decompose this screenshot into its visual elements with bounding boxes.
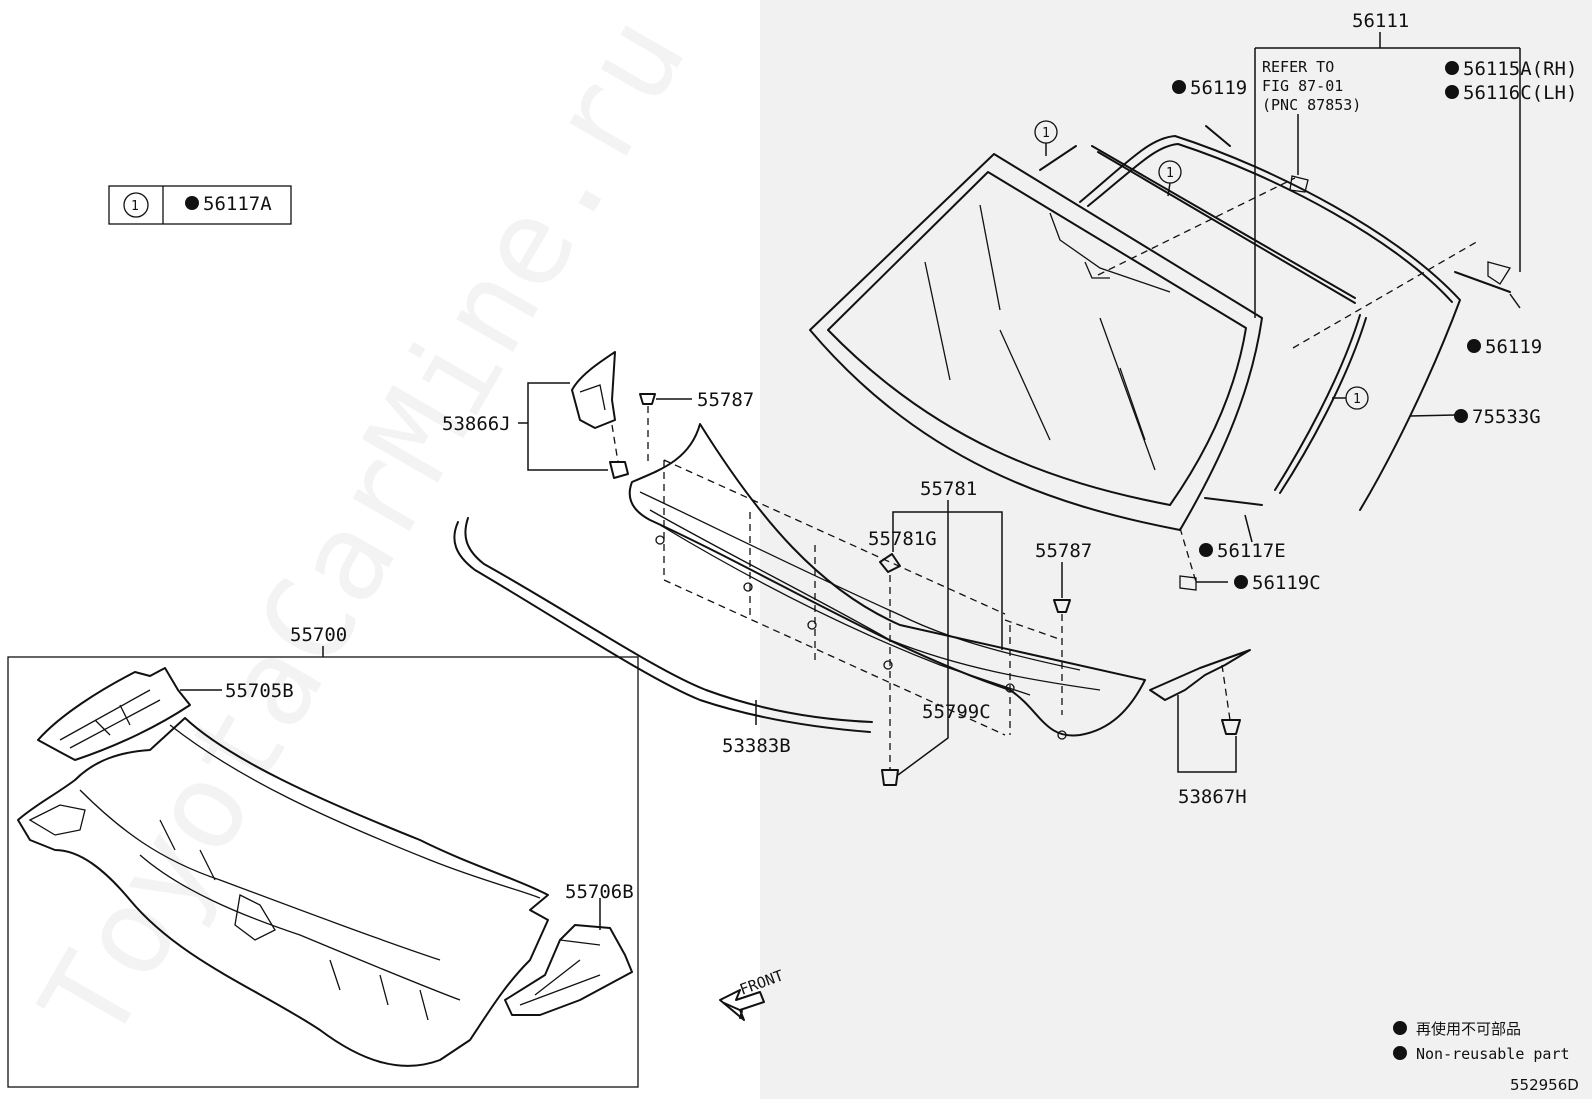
clip-55781G bbox=[879, 500, 1063, 786]
label-55781G: 55781G bbox=[868, 528, 937, 550]
label-55787-left: 55787 bbox=[697, 389, 754, 411]
label-55781: 55781 bbox=[920, 478, 977, 500]
label-55700: 55700 bbox=[290, 624, 347, 646]
refer-line-2: FIG 87-01 bbox=[1262, 77, 1343, 95]
dot-56119-top-icon bbox=[1172, 80, 1186, 94]
callout-1-a: 1 bbox=[1042, 126, 1050, 141]
label-55799C: 55799C bbox=[922, 701, 991, 723]
cowl-louver bbox=[628, 423, 1146, 740]
label-56119-top: 56119 bbox=[1190, 77, 1247, 99]
side-cover-left bbox=[518, 351, 629, 479]
front-arrow bbox=[719, 989, 765, 1021]
dot-56116C-icon bbox=[1445, 85, 1459, 99]
label-56111: 56111 bbox=[1352, 10, 1409, 32]
dot-75533G-icon bbox=[1454, 409, 1468, 423]
note-dot-jp-icon bbox=[1393, 1021, 1407, 1035]
inset-box-55700 bbox=[7, 646, 639, 1088]
callout-circle-icon bbox=[123, 192, 149, 218]
label-56119C: 56119C bbox=[1252, 572, 1321, 594]
label-55787-right: 55787 bbox=[1035, 540, 1092, 562]
label-53866J: 53866J bbox=[442, 413, 511, 435]
watermark: ToyotaCarMine.ru bbox=[15, 0, 713, 1065]
note-dot-en-icon bbox=[1393, 1046, 1407, 1060]
hood-seal bbox=[453, 517, 873, 733]
legend-part-number: 56117A bbox=[203, 193, 272, 215]
windshield-leaders bbox=[1196, 32, 1521, 583]
label-56115A: 56115A(RH) bbox=[1463, 58, 1577, 80]
label-56117E: 56117E bbox=[1217, 540, 1286, 562]
callout-1-c: 1 bbox=[1353, 392, 1361, 407]
note-japanese: 再使用不可部品 bbox=[1416, 1020, 1521, 1038]
label-55705B: 55705B bbox=[225, 680, 294, 702]
clip-55787-left bbox=[639, 393, 692, 462]
legend-box: 1 56117A bbox=[108, 185, 292, 225]
clip-55787-right bbox=[1053, 562, 1071, 715]
side-cover-right bbox=[1149, 649, 1251, 773]
label-75533G: 75533G bbox=[1472, 406, 1541, 428]
dot-56119-right-icon bbox=[1467, 339, 1481, 353]
note-english: Non-reusable part bbox=[1416, 1045, 1570, 1063]
grey-backdrop bbox=[760, 0, 1592, 1099]
dot-56119C-icon bbox=[1234, 575, 1248, 589]
label-56116C: 56116C(LH) bbox=[1463, 82, 1577, 104]
refer-line-1: REFER TO bbox=[1262, 58, 1334, 76]
label-56119-right: 56119 bbox=[1485, 336, 1542, 358]
windshield-glass bbox=[809, 153, 1263, 531]
upper-mouldings bbox=[1039, 125, 1511, 511]
label-55706B: 55706B bbox=[565, 881, 634, 903]
dot-56115A-icon bbox=[1445, 61, 1459, 75]
label-53383B: 53383B bbox=[722, 735, 791, 757]
label-53867H: 53867H bbox=[1178, 786, 1247, 808]
dot-56117E-icon bbox=[1199, 543, 1213, 557]
legend-symbol: 1 bbox=[131, 199, 139, 214]
non-reusable-dot-icon bbox=[185, 196, 199, 210]
figure-id: 552956D bbox=[1510, 1076, 1579, 1094]
callout-1-b: 1 bbox=[1166, 166, 1174, 181]
refer-line-3: (PNC 87853) bbox=[1262, 96, 1361, 114]
